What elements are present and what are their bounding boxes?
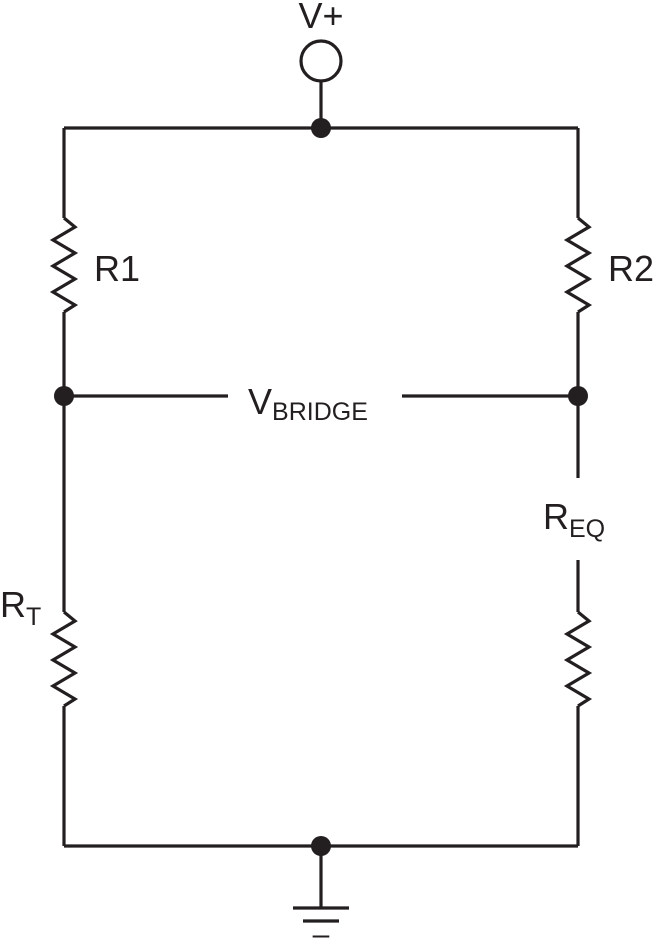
req-resistor — [563, 610, 593, 708]
vbridge-label-sub: BRIDGE — [272, 398, 368, 426]
rt-label-main: R — [0, 584, 26, 625]
top-junction-dot — [311, 118, 331, 138]
rt-label: RT — [0, 584, 41, 631]
r2-resistor — [563, 216, 593, 314]
rt-label-sub: T — [26, 603, 41, 631]
vbridge-label: VBRIDGE — [248, 381, 368, 426]
r2-label: R2 — [608, 248, 654, 289]
ground-symbol-label: – — [313, 918, 330, 947]
r1-label: R1 — [94, 248, 140, 289]
supply-terminal-circle — [299, 39, 343, 83]
req-label: REQ — [543, 496, 605, 543]
supply-label: V+ — [298, 0, 343, 36]
req-label-sub: EQ — [569, 515, 605, 543]
r1-resistor — [49, 216, 79, 314]
vbridge-label-main: V — [248, 381, 272, 422]
rt-resistor — [49, 610, 79, 708]
req-label-main: R — [543, 496, 569, 537]
